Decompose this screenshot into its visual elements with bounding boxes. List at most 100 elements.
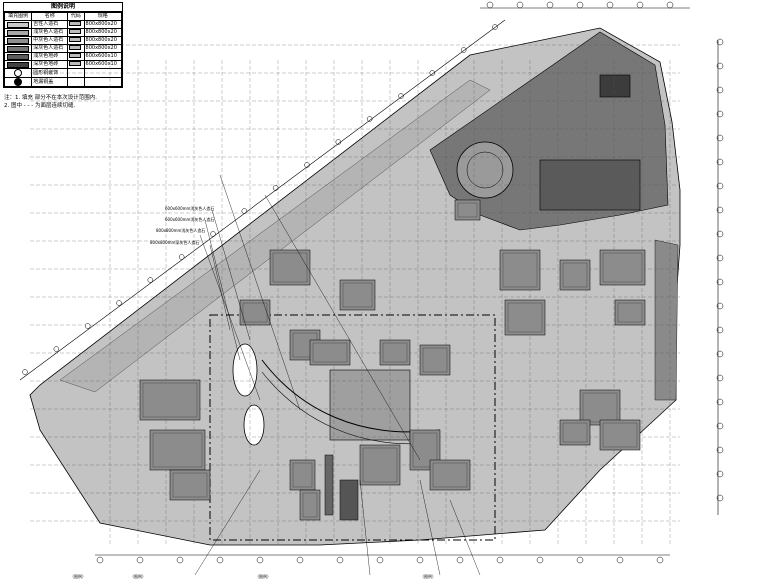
axis-bubble bbox=[716, 374, 724, 382]
room-block bbox=[269, 249, 311, 286]
dimension-line bbox=[19, 19, 506, 381]
room-block bbox=[599, 419, 641, 451]
room-block-inner bbox=[272, 252, 308, 283]
axis-bubble bbox=[84, 323, 91, 329]
room-block bbox=[614, 299, 646, 326]
atrium-void bbox=[232, 343, 258, 397]
room-block bbox=[149, 429, 206, 471]
annotation-label: 600x600mm浅灰色人造石 bbox=[165, 217, 215, 222]
room-block-inner bbox=[142, 382, 198, 418]
room-block-inner bbox=[172, 472, 208, 498]
bottom-label: （图例） bbox=[130, 574, 146, 579]
atrium-void bbox=[243, 404, 265, 446]
room-block bbox=[139, 379, 201, 421]
legend-row: 中灰色人造石 800x800x20 bbox=[3, 36, 123, 45]
room-block-inner bbox=[602, 252, 643, 283]
bottom-label: （图例） bbox=[420, 574, 436, 579]
legend-swatch bbox=[7, 37, 30, 44]
axis-bubble bbox=[516, 1, 524, 9]
room-block-inner bbox=[602, 422, 638, 448]
circle-inlay-icon bbox=[14, 69, 23, 77]
axis-bubble bbox=[546, 1, 554, 9]
legend-swatch bbox=[7, 21, 30, 28]
room-block bbox=[419, 344, 451, 376]
room-block-inner bbox=[382, 342, 408, 363]
annotation-leaders bbox=[194, 174, 481, 576]
axis-bubble bbox=[496, 556, 504, 564]
axis-bubble bbox=[656, 556, 664, 564]
axis-bubble bbox=[716, 182, 724, 190]
axis-bubble bbox=[716, 398, 724, 406]
legend-table: 图例说明 填充图例 名称 代码 规格 吉性人造石 800x800x20 浅灰色人… bbox=[3, 2, 123, 88]
axis-bubble bbox=[716, 302, 724, 310]
axis-bubble bbox=[216, 556, 224, 564]
room-block bbox=[559, 419, 591, 446]
lobby-circle bbox=[456, 141, 514, 199]
axis-bubble bbox=[366, 116, 373, 122]
room-block bbox=[309, 339, 351, 366]
axis-bubble bbox=[716, 110, 724, 118]
axis-bubble bbox=[376, 556, 384, 564]
room-block-inner bbox=[507, 302, 543, 333]
room-block bbox=[339, 279, 376, 311]
axis-bubble bbox=[416, 556, 424, 564]
legend-swatch bbox=[7, 53, 30, 60]
axis-bubble bbox=[256, 556, 264, 564]
axis-bubble bbox=[716, 38, 724, 46]
axis-bubble bbox=[716, 158, 724, 166]
room-block bbox=[559, 259, 591, 291]
room-block-inner bbox=[152, 432, 203, 468]
annotation-label: 600x600mm浅灰色人造石 bbox=[165, 206, 215, 211]
bottom-label: （图例） bbox=[255, 574, 271, 579]
axis-bubble bbox=[636, 1, 644, 9]
room-block-inner bbox=[562, 262, 588, 288]
annotation-label: 800x800mm浅灰色人造石 bbox=[156, 228, 206, 233]
axis-bubble bbox=[716, 62, 724, 70]
axis-bubble bbox=[53, 346, 60, 352]
room-block-inner bbox=[412, 432, 438, 468]
axis-bubble bbox=[398, 93, 404, 99]
axis-bubble bbox=[241, 208, 248, 214]
room-block-inner bbox=[617, 302, 643, 323]
room-block-inner bbox=[362, 447, 398, 483]
room-block-inner bbox=[292, 462, 313, 488]
legend-swatch bbox=[7, 29, 30, 36]
axis-bubble bbox=[178, 254, 185, 260]
legend-code-icon bbox=[69, 45, 82, 50]
axis-bubble bbox=[176, 556, 184, 564]
legend-code-icon bbox=[69, 61, 82, 66]
axis-bubble bbox=[147, 277, 154, 283]
axis-bubble bbox=[716, 470, 724, 478]
axis-bubble bbox=[536, 556, 544, 564]
room-block-inner bbox=[422, 347, 448, 373]
room-block-inner bbox=[302, 492, 318, 518]
note-line: 2. 图中 - - - 为面层连续切缝. bbox=[4, 103, 76, 109]
axis-bubble bbox=[716, 278, 724, 286]
axis-bubble bbox=[716, 86, 724, 94]
annotation-label: 800x800mm深灰色人造石 bbox=[150, 240, 200, 245]
legend-row: 地漏铜盖 bbox=[3, 77, 123, 87]
axis-markers bbox=[22, 1, 724, 564]
room-block bbox=[599, 249, 646, 286]
room-block bbox=[499, 249, 541, 291]
room-block bbox=[359, 444, 401, 486]
axis-bubble bbox=[716, 134, 724, 142]
axis-bubble bbox=[22, 369, 28, 375]
room-block bbox=[169, 469, 211, 501]
room-block bbox=[429, 459, 471, 491]
axis-bubble bbox=[456, 556, 464, 564]
axis-bubble bbox=[486, 1, 494, 9]
legend-code-icon bbox=[69, 21, 82, 26]
axis-bubble bbox=[336, 556, 344, 564]
axis-bubble bbox=[116, 300, 122, 306]
drain-cover-icon bbox=[14, 78, 23, 86]
axis-bubble bbox=[716, 494, 724, 502]
perimeter-band bbox=[59, 79, 491, 393]
core-block bbox=[599, 74, 631, 98]
escalator bbox=[324, 454, 334, 516]
room-block bbox=[239, 299, 271, 326]
room-block bbox=[289, 459, 316, 491]
legend-title: 图例说明 bbox=[4, 3, 122, 12]
axis-bubble bbox=[576, 1, 584, 9]
